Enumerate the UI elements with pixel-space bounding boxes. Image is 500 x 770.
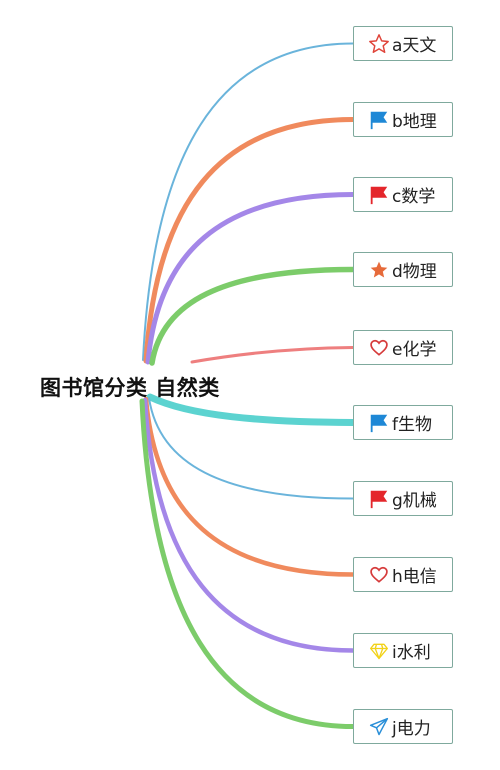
topic-node[interactable]: c数学: [353, 177, 453, 212]
topic-node[interactable]: d物理: [353, 252, 453, 287]
topic-label: j电力: [392, 719, 431, 739]
topic-label: a天文: [392, 36, 437, 56]
topic-node[interactable]: j电力: [353, 709, 453, 744]
heart-outline-icon: [368, 564, 390, 586]
topic-node[interactable]: a天文: [353, 26, 453, 61]
flag-icon: [368, 412, 390, 434]
paper-plane-icon: [368, 716, 390, 738]
branch-line-7: [148, 397, 354, 500]
topic-label: b地理: [392, 112, 437, 132]
topic-node[interactable]: f生物: [353, 405, 453, 440]
star-filled-icon: [368, 259, 390, 281]
topic-label: h电信: [392, 567, 437, 587]
topic-node[interactable]: h电信: [353, 557, 453, 592]
flag-icon: [368, 488, 390, 510]
topic-label: i水利: [392, 643, 431, 663]
topic-node[interactable]: e化学: [353, 330, 453, 365]
topic-label: d物理: [392, 262, 437, 282]
topic-node[interactable]: b地理: [353, 102, 453, 137]
branch-line-5: [190, 346, 355, 364]
root-topic[interactable]: 图书馆分类 自然类: [40, 376, 220, 400]
topic-node[interactable]: i水利: [353, 633, 453, 668]
branch-line-2: [143, 117, 356, 364]
branch-line-1: [142, 42, 354, 361]
topic-label: e化学: [392, 340, 437, 360]
branch-line-3: [145, 192, 356, 365]
topic-node[interactable]: g机械: [353, 481, 453, 516]
star-outline-icon: [368, 33, 390, 55]
topic-label: f生物: [392, 415, 432, 435]
topic-label: c数学: [392, 187, 436, 207]
topic-label: g机械: [392, 491, 437, 511]
flag-icon: [368, 184, 390, 206]
branch-line-6: [146, 393, 357, 426]
branch-line-10: [139, 398, 356, 729]
heart-outline-icon: [368, 337, 390, 359]
flag-icon: [368, 109, 390, 131]
diamond-icon: [368, 640, 390, 662]
branch-line-8: [143, 396, 356, 577]
branch-line-9: [142, 397, 356, 653]
branch-line-4: [149, 266, 356, 366]
